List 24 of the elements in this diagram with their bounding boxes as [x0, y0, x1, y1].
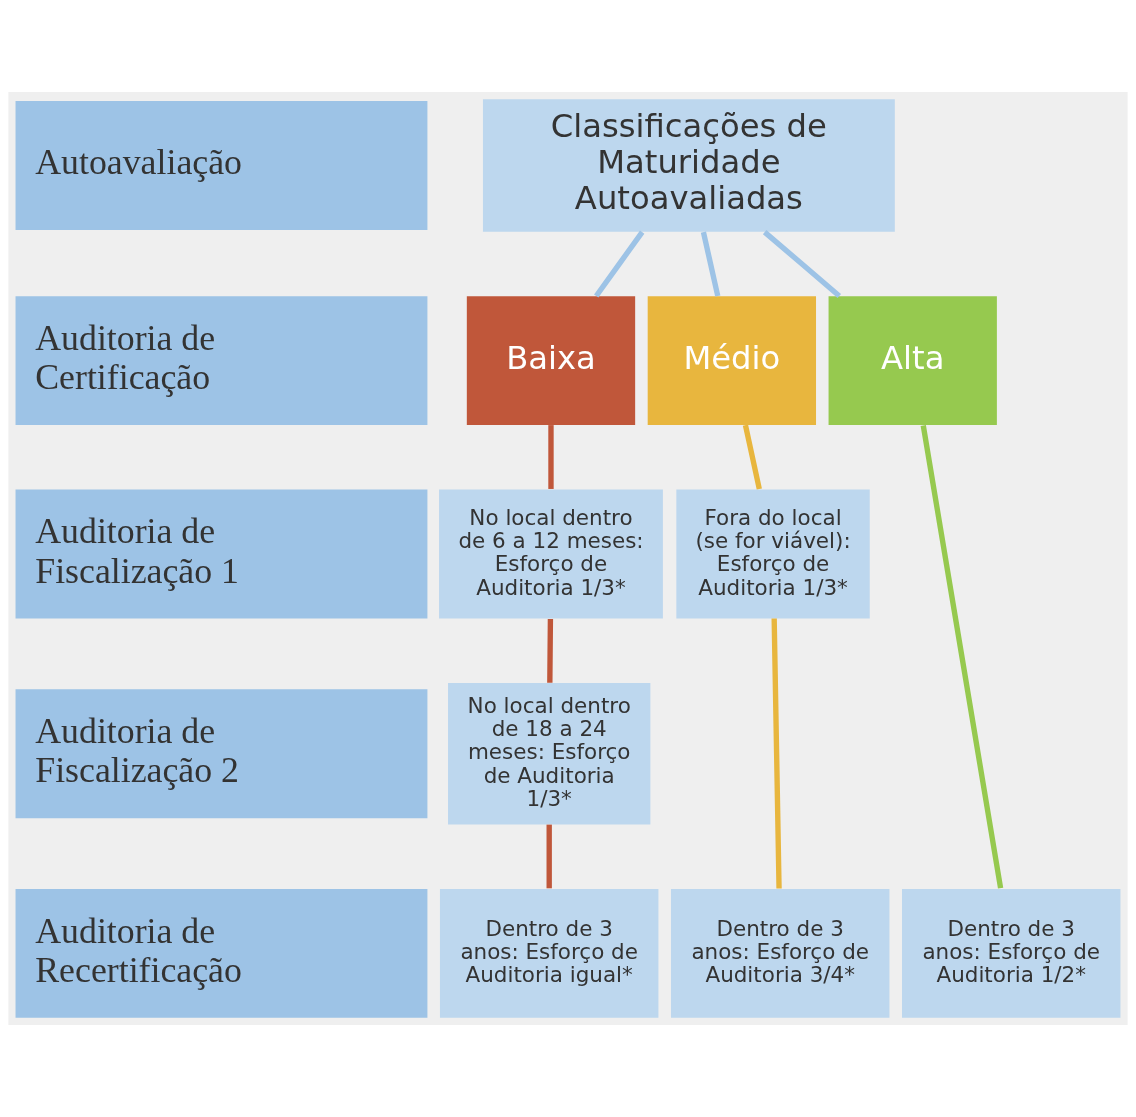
- node-box: Médio: [647, 296, 816, 426]
- connector: [548, 425, 554, 489]
- connector: [920, 425, 1004, 889]
- node-box: Baixa: [466, 296, 636, 426]
- node-box: Fora do local (se for viável): Esforço de Auditoria 1/3*: [676, 489, 870, 619]
- node-box: No local dentro de 18 a 24 meses: Esforço de Auditoria 1/3*: [448, 682, 651, 825]
- node-box: No local dentro de 6 a 12 meses: Esforço de Auditoria 1/3*: [439, 489, 663, 619]
- node-box: Classificações de Maturidade Autoavaliadas: [482, 99, 895, 232]
- node-box: Alta: [828, 296, 997, 426]
- connector: [547, 618, 554, 683]
- connector: [700, 231, 721, 297]
- connector: [546, 824, 552, 889]
- node-box: Dentro de 3 anos: Esforço de Auditoria 3/4*: [670, 888, 890, 1018]
- node-box: Dentro de 3 anos: Esforço de Auditoria 1/2*: [902, 888, 1121, 1018]
- connector: [771, 618, 782, 889]
- node-box: Auditoria de Fiscalização 2: [15, 689, 428, 819]
- node-box: Dentro de 3 anos: Esforço de Auditoria igual*: [439, 888, 659, 1018]
- connector: [762, 230, 842, 298]
- node-box: Auditoria de Recertificação: [15, 888, 428, 1018]
- node-box: Autoavaliação: [15, 100, 428, 230]
- node-box: Auditoria de Certificação: [15, 296, 428, 426]
- connector: [594, 230, 645, 298]
- node-box: Auditoria de Fiscalização 1: [15, 489, 428, 619]
- connector: [742, 424, 762, 490]
